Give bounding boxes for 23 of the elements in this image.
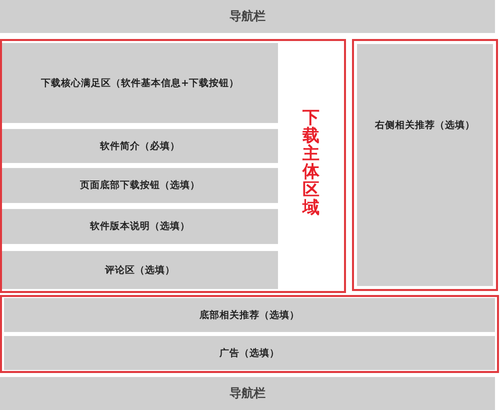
content-section	[2, 251, 278, 289]
region-title: 下载主体区域	[302, 109, 320, 217]
nav-label: 导航栏	[230, 385, 266, 402]
nav-bar	[0, 0, 495, 33]
nav-label: 导航栏	[230, 8, 266, 25]
content-section	[2, 168, 278, 203]
section-label: 右侧相关推荐（选填）	[375, 119, 475, 132]
section-label: 评论区（选填）	[105, 264, 175, 276]
section-label: 底部相关推荐（选填）	[200, 308, 300, 322]
section-label: 页面底部下载按钮（选填）	[80, 179, 200, 192]
content-section	[4, 336, 495, 370]
section-label: 广告（选填）	[220, 346, 280, 360]
content-section	[2, 129, 278, 163]
section-label: 下载核心满足区（软件基本信息+下载按钮）	[41, 76, 239, 90]
content-section	[4, 298, 495, 332]
section-label: 软件简介（必填）	[100, 140, 180, 152]
sidebar-panel	[352, 39, 498, 291]
content-section	[2, 43, 278, 123]
region-outline	[0, 39, 346, 293]
region-outline	[0, 295, 499, 373]
section-label: 软件版本说明（选填）	[90, 220, 190, 233]
nav-bar	[0, 377, 495, 410]
content-section	[2, 209, 278, 244]
